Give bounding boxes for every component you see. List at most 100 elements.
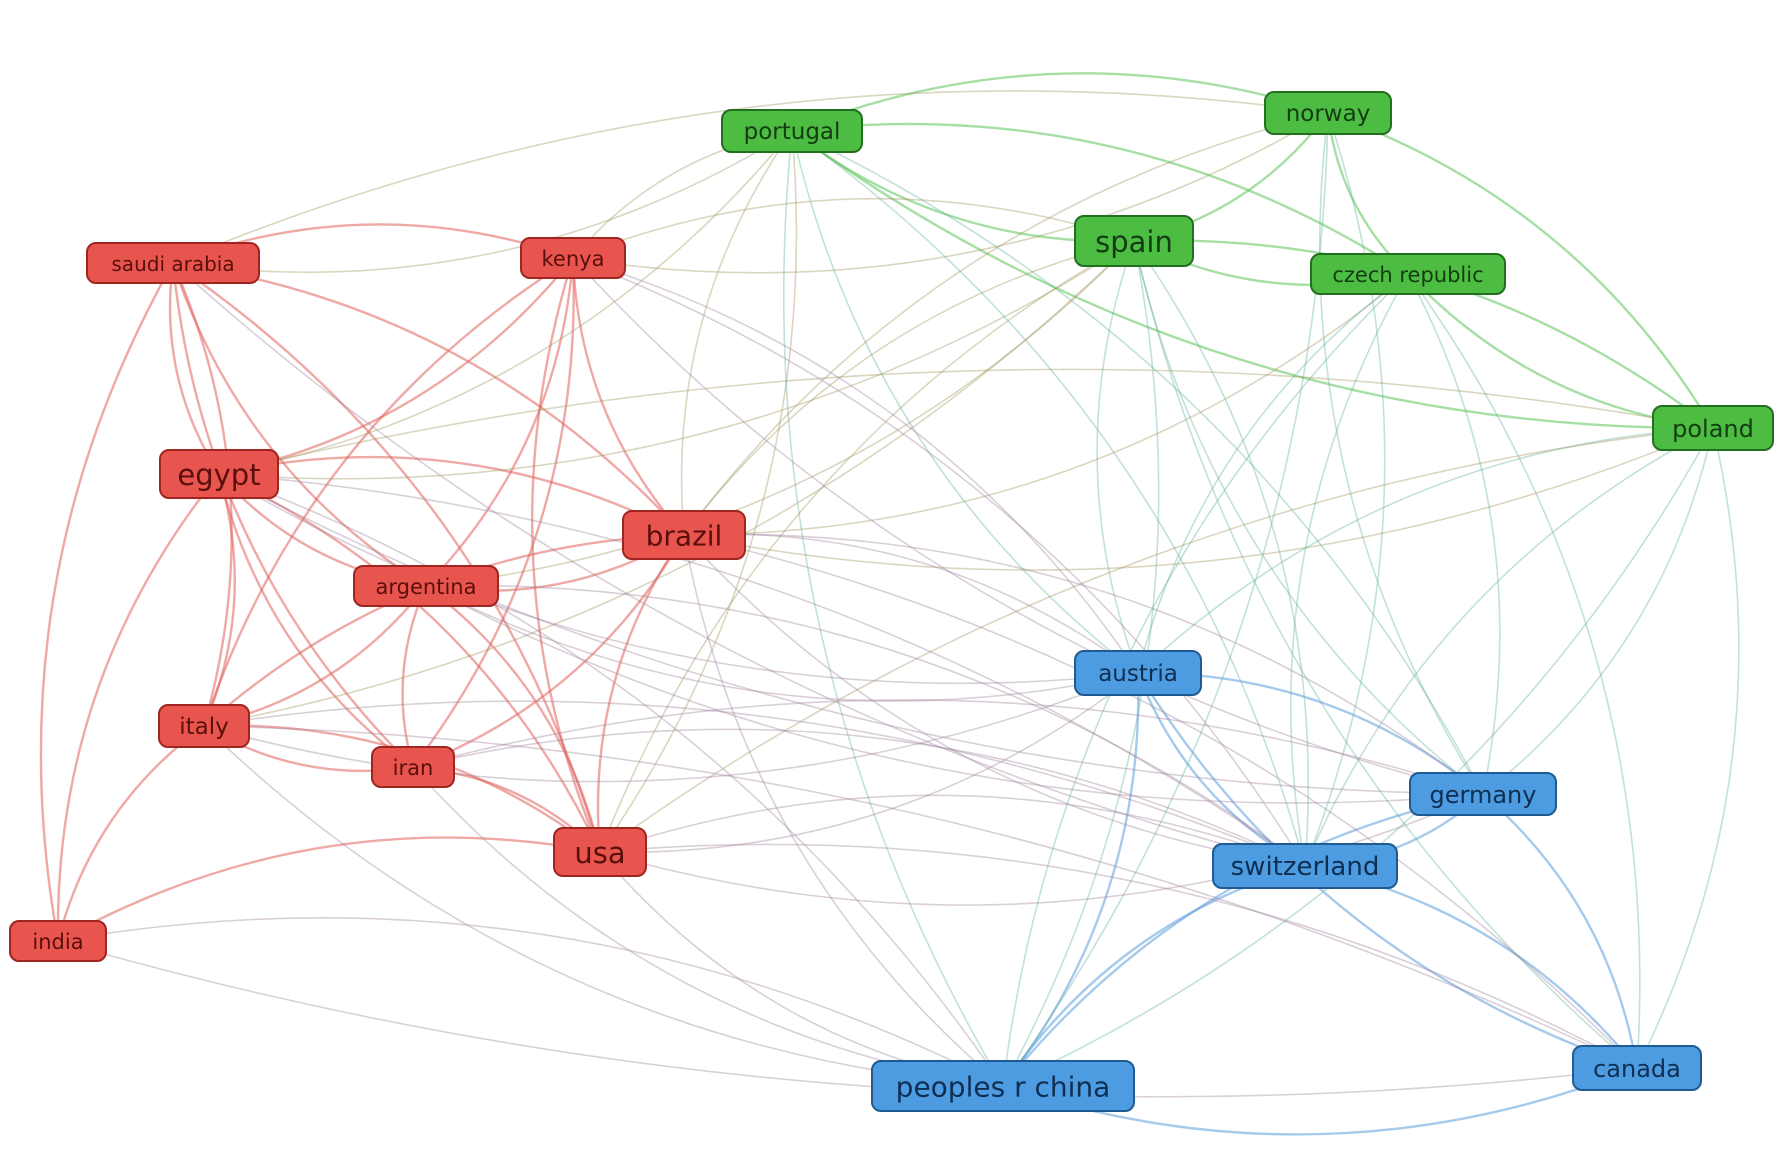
node-box bbox=[721, 109, 863, 153]
edge-poland-egypt bbox=[218, 368, 1714, 475]
node-poland[interactable]: poland bbox=[1652, 405, 1774, 451]
edge-egypt-brazil bbox=[217, 455, 686, 537]
edge-brazil-peoples_r_china bbox=[683, 534, 1004, 1087]
edge-italy-india bbox=[56, 724, 206, 943]
node-saudi-arabia[interactable]: saudi arabia bbox=[86, 242, 260, 284]
edge-germany-canada bbox=[1481, 792, 1639, 1070]
edge-brazil-canada bbox=[683, 534, 1638, 1069]
node-box bbox=[622, 510, 746, 560]
node-box bbox=[86, 242, 260, 284]
node-box bbox=[1264, 91, 1392, 135]
node-box bbox=[353, 565, 499, 607]
node-label: peoples r china bbox=[896, 1071, 1111, 1104]
edge-italy-usa bbox=[202, 724, 602, 854]
edge-usa-germany bbox=[599, 793, 1484, 906]
node-argentina[interactable]: argentina bbox=[353, 565, 499, 607]
edge-iran-switzerland bbox=[412, 728, 1306, 867]
node-box bbox=[1409, 772, 1557, 816]
node-box bbox=[371, 746, 455, 788]
edge-germany-peoples_r_china bbox=[1001, 792, 1485, 1088]
edge-india-peoples_r_china bbox=[57, 917, 1004, 1087]
node-label: austria bbox=[1098, 661, 1178, 687]
edge-italy-canada bbox=[203, 725, 1638, 1069]
edge-saudi_arabia-iran bbox=[171, 261, 415, 769]
edge-kenya-italy bbox=[202, 256, 575, 728]
edge-kenya-austria bbox=[572, 257, 1139, 674]
node-brazil[interactable]: brazil bbox=[622, 510, 746, 560]
node-label: germany bbox=[1430, 781, 1537, 809]
node-box bbox=[553, 827, 647, 877]
edge-egypt-switzerland bbox=[218, 473, 1306, 867]
node-box bbox=[1310, 253, 1506, 295]
edge-poland-austria bbox=[1137, 427, 1714, 674]
edge-portugal-egypt bbox=[218, 130, 793, 475]
edge-poland-peoples_r_china bbox=[1002, 427, 1714, 1087]
node-kenya[interactable]: kenya bbox=[520, 237, 626, 279]
node-box bbox=[159, 449, 279, 499]
node-label: portugal bbox=[744, 119, 841, 145]
node-box bbox=[9, 920, 107, 962]
edge-czech_republic-peoples_r_china bbox=[1002, 273, 1409, 1087]
edge-portugal-saudi_arabia bbox=[172, 130, 793, 274]
node-label: egypt bbox=[177, 458, 260, 492]
edge-saudi_arabia-argentina bbox=[171, 261, 428, 588]
edge-spain-egypt bbox=[218, 240, 1135, 480]
edge-portugal-norway bbox=[790, 72, 1330, 133]
node-label: saudi arabia bbox=[111, 252, 234, 276]
node-label: kenya bbox=[542, 247, 605, 271]
node-canada[interactable]: canada bbox=[1572, 1045, 1702, 1091]
node-label: czech republic bbox=[1332, 263, 1483, 287]
edge-spain-kenya bbox=[572, 197, 1135, 259]
edge-czech_republic-switzerland bbox=[1290, 273, 1409, 867]
node-italy[interactable]: italy bbox=[158, 704, 250, 748]
node-box bbox=[1652, 405, 1774, 451]
node-iran[interactable]: iran bbox=[371, 746, 455, 788]
edge-iran-peoples_r_china bbox=[412, 766, 1004, 1087]
edge-argentina-germany bbox=[425, 585, 1484, 804]
node-austria[interactable]: austria bbox=[1074, 650, 1202, 696]
node-spain[interactable]: spain bbox=[1074, 215, 1194, 267]
edge-kenya-brazil bbox=[571, 256, 686, 537]
edge-poland-germany bbox=[1482, 427, 1714, 795]
edge-portugal-germany bbox=[791, 130, 1484, 795]
node-label: norway bbox=[1286, 101, 1371, 127]
node-egypt[interactable]: egypt bbox=[159, 449, 279, 499]
node-norway[interactable]: norway bbox=[1264, 91, 1392, 135]
edge-argentina-usa bbox=[424, 584, 602, 854]
node-peoples-r-china[interactable]: peoples r china bbox=[871, 1060, 1135, 1112]
edge-czech_republic-canada bbox=[1407, 273, 1641, 1069]
edge-kenya-iran bbox=[411, 256, 575, 769]
edge-austria-peoples_r_china bbox=[1001, 671, 1140, 1088]
edge-egypt-germany bbox=[218, 473, 1484, 795]
edge-portugal-peoples_r_china bbox=[782, 130, 1004, 1087]
edge-norway-switzerland bbox=[1304, 112, 1386, 867]
node-label: italy bbox=[179, 714, 229, 740]
edge-brazil-usa bbox=[596, 533, 686, 854]
node-switzerland[interactable]: switzerland bbox=[1212, 843, 1398, 889]
edge-czech_republic-brazil bbox=[683, 273, 1409, 536]
edge-egypt-iran bbox=[217, 472, 415, 769]
edge-norway-kenya bbox=[572, 112, 1329, 274]
edge-india-canada bbox=[57, 940, 1638, 1098]
edge-kenya-egypt bbox=[217, 256, 575, 476]
edge-portugal-switzerland bbox=[791, 130, 1306, 867]
edge-kenya-switzerland bbox=[572, 257, 1306, 867]
edge-kenya-usa bbox=[530, 256, 602, 854]
node-germany[interactable]: germany bbox=[1409, 772, 1557, 816]
node-label: argentina bbox=[376, 575, 477, 599]
edge-austria-canada bbox=[1136, 671, 1639, 1070]
node-usa[interactable]: usa bbox=[553, 827, 647, 877]
node-portugal[interactable]: portugal bbox=[721, 109, 863, 153]
edge-portugal-poland bbox=[790, 129, 1715, 430]
edge-norway-poland bbox=[1326, 111, 1715, 430]
node-label: canada bbox=[1593, 1055, 1681, 1083]
node-label: brazil bbox=[646, 520, 723, 553]
node-label: poland bbox=[1672, 415, 1754, 443]
node-czech-republic[interactable]: czech republic bbox=[1310, 253, 1506, 295]
edge-portugal-austria bbox=[791, 130, 1139, 674]
edge-spain-germany bbox=[1133, 240, 1484, 795]
edge-argentina-iran bbox=[401, 584, 428, 769]
node-box bbox=[871, 1060, 1135, 1112]
node-india[interactable]: india bbox=[9, 920, 107, 962]
